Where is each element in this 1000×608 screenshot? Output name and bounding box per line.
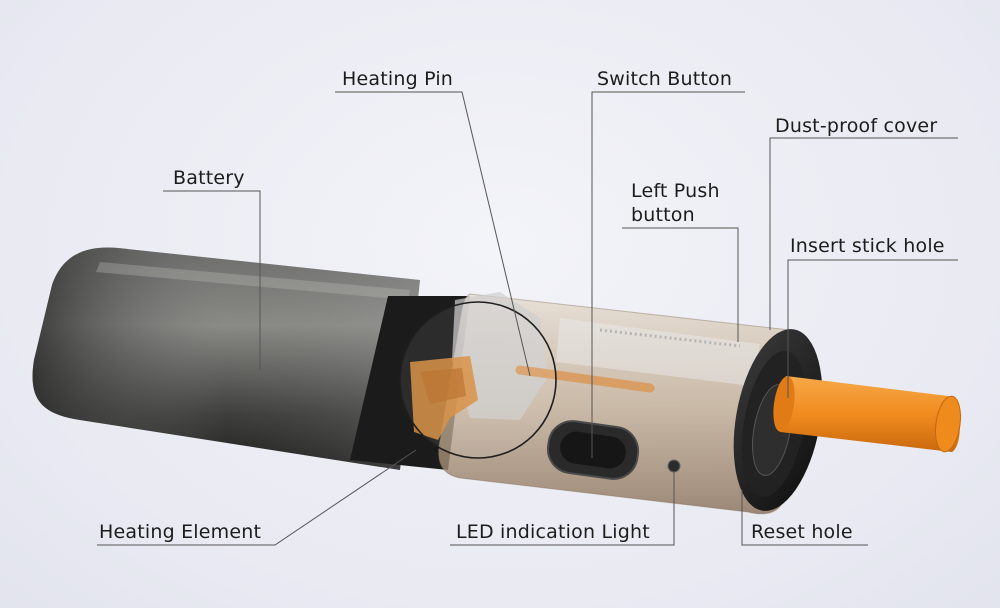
leader-insert-hole bbox=[787, 259, 958, 398]
leader-battery bbox=[163, 190, 261, 370]
label-insert-stick-hole: Insert stick hole bbox=[790, 235, 945, 257]
leader-switch-button bbox=[591, 91, 745, 458]
leader-left-push bbox=[622, 227, 739, 342]
inner-rail-teeth bbox=[599, 328, 741, 348]
magnifier-circle bbox=[399, 301, 557, 459]
battery-highlight bbox=[96, 262, 410, 300]
label-left-push-button: Left Push button bbox=[631, 180, 720, 226]
heat-stick-tip bbox=[934, 395, 962, 453]
battery-shading bbox=[32, 247, 421, 470]
heating-pin bbox=[515, 365, 655, 393]
leader-led bbox=[450, 472, 675, 546]
inner-rail bbox=[556, 318, 760, 386]
led-indicator bbox=[667, 459, 681, 473]
label-dust-cover: Dust-proof cover bbox=[775, 115, 938, 137]
label-heating-element: Heating Element bbox=[99, 521, 262, 543]
label-reset-hole: Reset hole bbox=[751, 521, 853, 543]
label-heating-pin: Heating Pin bbox=[342, 68, 454, 90]
leader-lines bbox=[97, 91, 958, 546]
label-battery: Battery bbox=[173, 167, 245, 189]
leader-dust-cover bbox=[769, 137, 958, 330]
label-switch-button: Switch Button bbox=[597, 68, 733, 90]
leader-heating-element bbox=[97, 449, 417, 546]
label-led-light: LED indication Light bbox=[456, 521, 650, 543]
leader-reset bbox=[741, 490, 868, 546]
heat-stick bbox=[780, 376, 960, 452]
leader-heating-pin bbox=[335, 91, 531, 377]
inner-mechanism bbox=[452, 292, 548, 420]
